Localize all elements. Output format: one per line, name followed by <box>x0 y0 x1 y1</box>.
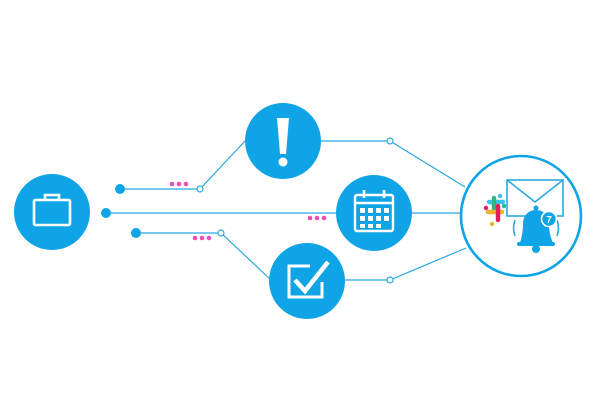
progress-dots <box>169 181 327 241</box>
slack-logo <box>483 193 507 227</box>
calendar-icon <box>353 190 395 233</box>
briefcase-icon <box>32 193 72 227</box>
connector-top-left <box>120 140 246 190</box>
notification-badge: 7 <box>540 210 558 228</box>
junction-top-left <box>196 185 204 193</box>
dots-middle <box>307 215 327 221</box>
junction-bottom-left <box>217 229 225 237</box>
badge-count: 7 <box>546 215 552 226</box>
connector-endpoints <box>101 184 141 238</box>
exclamation-icon <box>277 118 289 167</box>
dots-top <box>169 181 189 187</box>
endpoint-top <box>115 184 125 194</box>
briefcase-node <box>14 174 90 250</box>
dots-bottom <box>192 235 212 241</box>
calendar-node <box>336 175 412 251</box>
checkbox-icon <box>287 260 330 299</box>
junction-rings <box>196 137 394 284</box>
connector-bottom-right <box>345 247 467 281</box>
alert-node <box>245 103 321 179</box>
endpoint-bottom <box>131 228 141 238</box>
junction-bottom-right <box>386 276 394 284</box>
endpoint-middle <box>101 208 111 218</box>
notifications-hub: 7 <box>459 154 583 278</box>
task-node <box>269 243 345 319</box>
junction-top-right <box>386 137 394 145</box>
